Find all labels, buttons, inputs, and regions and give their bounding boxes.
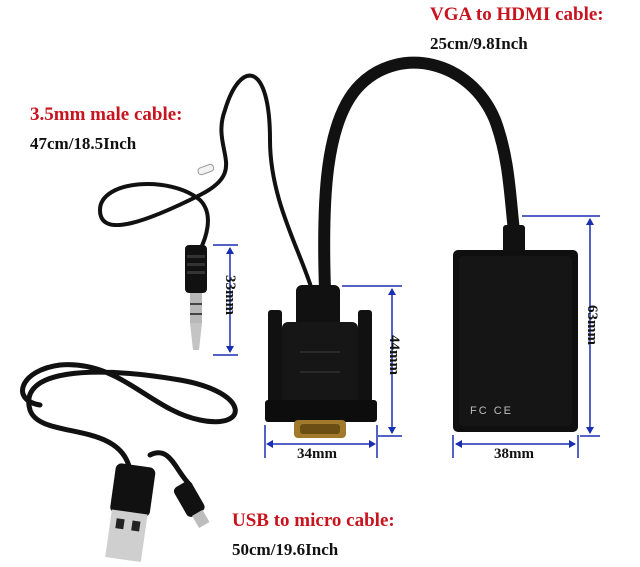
audio-plug: [185, 245, 207, 350]
audio-plug-dimension: 33mm: [222, 275, 238, 315]
dimension-lines: [213, 215, 600, 458]
micro-usb-plug: [173, 481, 210, 529]
usb-cable: [20, 362, 238, 473]
vga-hdmi-title: VGA to HDMI cable:: [430, 4, 604, 25]
vga-height-dimension: 44mm: [386, 335, 402, 375]
cable-tie: [197, 163, 215, 176]
vga-hdmi-cable: [318, 56, 521, 296]
vga-hdmi-length: 25cm/9.8Inch: [430, 34, 528, 53]
vga-connector: [265, 285, 377, 438]
certification-marks: FC CE: [470, 405, 513, 417]
usb-length: 50cm/19.6Inch: [232, 540, 339, 559]
micro-usb-cable: [147, 450, 193, 488]
converter-box: [453, 225, 578, 432]
box-height-dimension: 63mm: [584, 305, 600, 345]
usb-title: USB to micro cable:: [232, 510, 395, 531]
vga-width-dimension: 34mm: [297, 446, 337, 462]
audio-length: 47cm/18.5Inch: [30, 134, 137, 153]
audio-cable: [97, 73, 314, 292]
usb-a-plug: [105, 463, 156, 563]
box-width-dimension: 38mm: [494, 446, 534, 462]
audio-title: 3.5mm male cable:: [30, 104, 183, 125]
